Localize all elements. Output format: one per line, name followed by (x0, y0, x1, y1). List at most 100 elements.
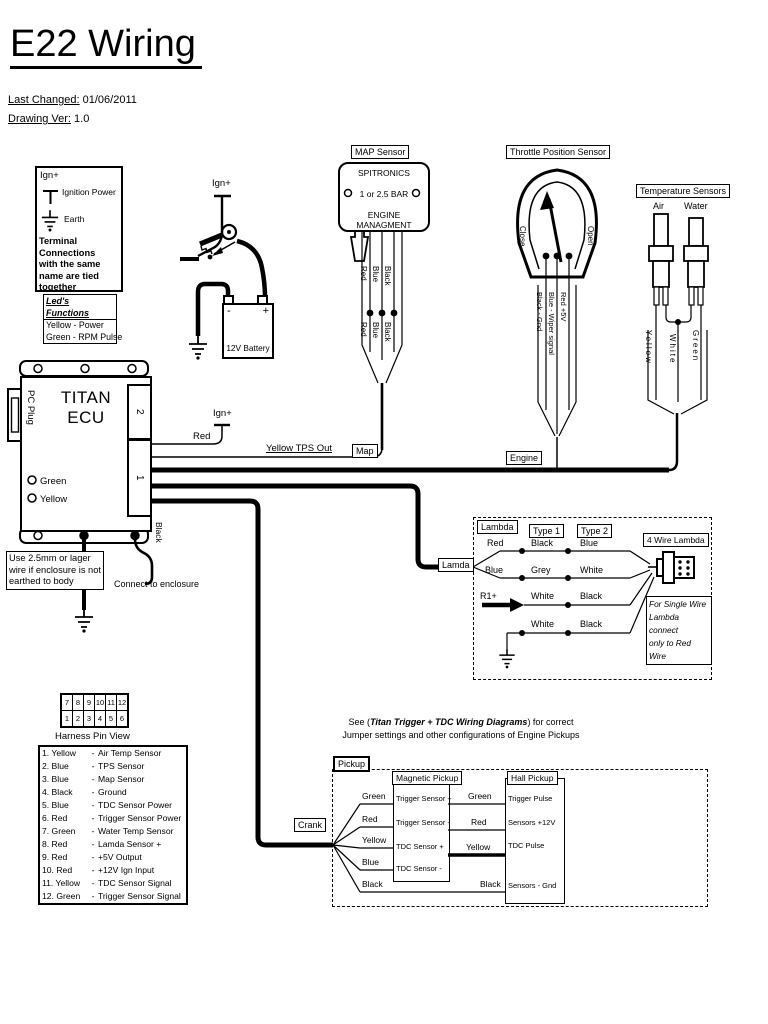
pin-function: TDC Sensor Signal (98, 878, 172, 888)
legend-ignition-power-label: Ignition Power (62, 187, 116, 197)
pin-list-row: 5. Blue-TDC Sensor Power (40, 799, 186, 812)
map-line2: 1 or 2.5 BAR (359, 189, 409, 199)
pin-id: 9. Red (42, 852, 68, 862)
pin-function: TPS Sensor (98, 761, 145, 771)
lambda-row2-t1: White (531, 591, 555, 601)
single-wire-note-line1: For Single Wire (649, 599, 707, 609)
drawing-version-value: 1.0 (74, 113, 90, 125)
ecu-ground-icon (74, 608, 94, 634)
temp-stem-wire (668, 413, 679, 472)
leds-functions-title: Led's Functions (44, 295, 116, 320)
pin-dash: - (91, 839, 95, 849)
leds-functions-item: Yellow - Power (46, 320, 104, 330)
temp-join-dot (675, 319, 681, 325)
lamda-harness-tag: Lamda (438, 558, 474, 572)
pin-cell: 5 (105, 711, 116, 726)
ecu-yellow-led-label: Yellow (40, 494, 68, 505)
pin-cell: 4 (94, 711, 105, 726)
pin-function: +12V Ign Input (98, 865, 155, 875)
lambda-row0-t1: Black (531, 538, 554, 548)
legend-box (35, 166, 123, 292)
map-wire-label-red-2: Red (359, 322, 368, 337)
pc-plug-label: PC Plug (25, 390, 36, 425)
temp-sensors-tag: Temperature Sensors (636, 184, 731, 198)
connector-1-label: 1 (134, 475, 145, 481)
battery-ground-icon (188, 335, 208, 361)
tps-body-icon (516, 168, 598, 279)
single-wire-note-line2: Lambda connect (649, 612, 679, 635)
lambda-harness-wire (149, 483, 473, 570)
leds-functions-box: Led's Functions Yellow - Power Green - R… (43, 294, 122, 344)
map-connector-dots (366, 309, 398, 317)
pin-list-row: 9. Red-+5V Output (40, 851, 186, 864)
lambda-row0-t2: Blue (580, 538, 599, 548)
harness-pin-view-caption: Harness Pin View (55, 731, 130, 742)
pin-list-row: 11. Yellow-TDC Sensor Signal (40, 877, 186, 890)
pin-list-row: 12. Green-Trigger Sensor Signal (40, 890, 186, 903)
magnetic-pin-1: Trigger Sensor - (396, 818, 450, 827)
map-wire-label-blue-2: Blue (371, 322, 380, 339)
lambda-row3-t1: White (531, 619, 555, 629)
lambda-row1-t2: White (580, 565, 604, 575)
ecu-connector-2: 2 (127, 384, 152, 440)
lambda-row1-t1: Grey (531, 565, 551, 575)
pin-dash: - (91, 891, 95, 901)
pin-list-row: 2. Blue-TPS Sensor (40, 760, 186, 773)
pickup-wire-blue: Blue (362, 857, 380, 867)
hall-pin-2: TDC Pulse (508, 841, 545, 850)
pin-dash: - (91, 748, 95, 758)
pickup-wire-red: Red (362, 814, 378, 824)
last-changed-label: Last Changed: (8, 94, 80, 106)
magnetic-pin-3: TDC Sensor - (396, 864, 442, 873)
drawing-version: Drawing Ver: 1.0 (8, 113, 89, 125)
lambda-row2-wire: R1+ (480, 591, 497, 601)
tps-tag: Throttle Position Sensor (506, 145, 611, 159)
map-sensor-body: SPITRONICS 1 or 2.5 BAR ENGINE MANAGMENT (338, 162, 430, 232)
harness-pin-connector: 7 8 9 10 11 12 1 2 3 4 5 6 (60, 693, 129, 728)
see-note-post: ) for correct (527, 717, 574, 727)
pin-list-row: 8. Red-Lamda Sensor + (40, 838, 186, 851)
battery-box: - + 12V Battery (222, 303, 274, 359)
tps-close-label: Close (518, 226, 527, 247)
pin-dash: - (91, 800, 95, 810)
map-wire-label-black: Black (383, 266, 392, 286)
pin-function: Water Temp Sensor (98, 826, 174, 836)
enclosure-black-wire (133, 538, 154, 586)
battery-minus-label: - (227, 305, 231, 317)
pin-function: Lamda Sensor + (98, 839, 162, 849)
pin-id: 6. Red (42, 813, 68, 823)
ecu-connector-1: 1 (127, 439, 152, 517)
hall-wire-green: Green (468, 791, 492, 801)
tps-wire-label-red: Red +5V (559, 292, 568, 322)
pin-dash: - (91, 826, 95, 836)
pin-cell: 3 (83, 711, 94, 726)
single-wire-note-line3: only to Red Wire (649, 638, 691, 661)
last-changed-value: 01/06/2011 (82, 94, 137, 106)
hall-wire-red: Red (471, 817, 487, 827)
ignition-switch-icon (180, 241, 236, 261)
map-wire-label-red: Red (359, 266, 368, 281)
pickup-tag: Pickup (333, 756, 371, 772)
lambda-type1-tag: Type 1 (529, 524, 565, 538)
hall-wire-yellow: Yellow (466, 842, 491, 852)
pin-dash: - (91, 787, 95, 797)
lambda-row2-t2: Black (580, 591, 603, 601)
temp-wire-label-green: Green (691, 330, 700, 363)
crank-harness-tag: Crank (294, 818, 327, 832)
tps-wires (537, 259, 577, 437)
hall-pin-0: Trigger Pulse (508, 794, 553, 803)
pin-dash: - (91, 761, 95, 771)
map-wire-label-black-2: Black (383, 322, 392, 342)
pin-dash: - (91, 865, 95, 875)
pin-cell: 10 (94, 695, 105, 710)
pickup-section-box (332, 769, 708, 907)
pin-cell: 1 (64, 714, 70, 723)
pin-id: 11. Yellow (42, 878, 81, 888)
connect-to-enclosure-label: Connect to enclosure (114, 579, 200, 589)
ecu-mount-holes (33, 363, 140, 541)
lambda-type2-tag: Type 2 (577, 524, 613, 538)
enclosure-wire-note-box: Use 2.5mm or lager wire if enclosure is … (6, 551, 104, 590)
pin-function: Ground (98, 787, 127, 797)
temp-wire-label-white: White (668, 334, 677, 365)
